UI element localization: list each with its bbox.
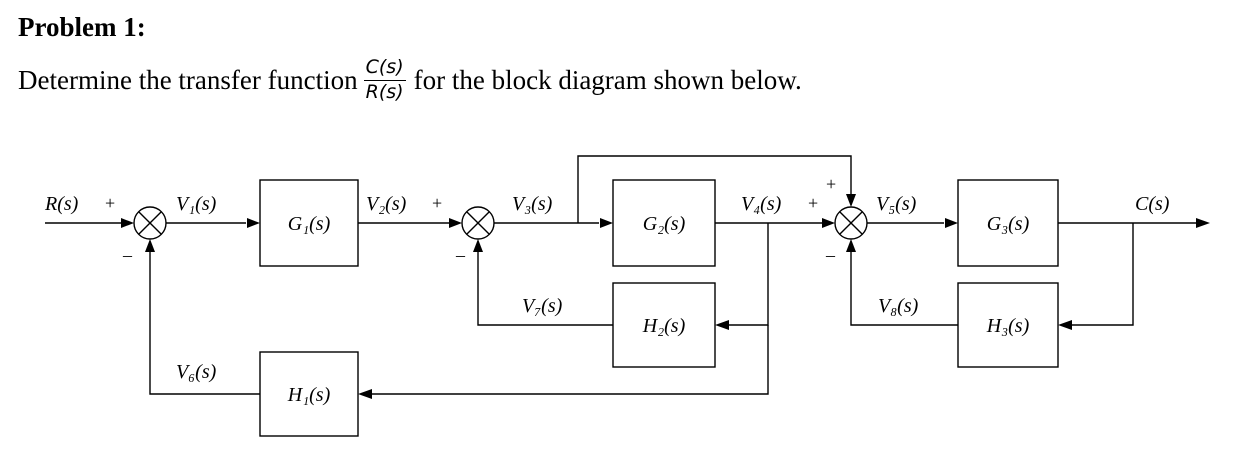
block-h2	[612, 282, 716, 368]
block-g1	[259, 179, 359, 267]
wire-feedforward-v3	[577, 155, 852, 223]
arrow-v5-g3	[945, 218, 958, 228]
arrow-v4-sum3	[822, 218, 835, 228]
arrow-into-h2	[715, 320, 729, 330]
wire-c-to-h3	[1072, 223, 1134, 326]
problem-statement: Determine the transfer function C(s) R(s…	[18, 50, 802, 110]
prompt-text-before: Determine the transfer function	[18, 64, 358, 95]
block-g3	[957, 179, 1059, 267]
arrow-output-c	[1196, 218, 1210, 228]
arrow-v8-sum3	[846, 239, 856, 252]
arrow-v6-sum1	[145, 239, 155, 252]
wire-v8	[850, 252, 958, 326]
label-h1: H₁(s)	[287, 384, 331, 406]
label-g3: G₃(s)	[987, 213, 1030, 235]
wire-v4-to-h1	[372, 325, 769, 395]
label-h3: H₃(s)	[986, 315, 1030, 337]
arrow-into-h1	[358, 389, 372, 399]
signal-label-v7: V₇(s)	[522, 295, 563, 317]
sign-sum1-input-plus: +	[105, 193, 115, 213]
problem-title: Problem 1:	[18, 12, 146, 42]
signal-label-v8: V₈(s)	[878, 295, 919, 317]
sign-sum3-feedforward-plus: +	[826, 174, 836, 194]
signal-label-r: R(s)	[44, 193, 79, 215]
block-h1	[259, 351, 359, 437]
block-diagram: G₁(s) G₂(s) G₃(s) H₁(s) H₂(s) H₃(s) R(s)…	[44, 155, 1210, 437]
summing-junction-1	[133, 206, 167, 240]
signal-label-v4: V₄(s)	[741, 193, 782, 215]
sign-sum3-input-plus: +	[808, 193, 818, 213]
sign-sum1-feedback-minus: –	[122, 245, 133, 265]
arrow-v1-g1	[247, 218, 260, 228]
wire-v7	[477, 252, 613, 326]
signal-label-v2: V₂(s)	[366, 193, 407, 215]
prompt-text-after: for the block diagram shown below.	[413, 64, 802, 95]
summing-junction-2	[461, 206, 495, 240]
signal-label-c: C(s)	[1135, 193, 1170, 215]
signal-label-v1: V₁(s)	[176, 193, 217, 215]
arrow-v3-g2	[600, 218, 613, 228]
fraction-denominator: R(s)	[365, 80, 404, 103]
sign-sum2-feedback-minus: –	[455, 245, 466, 265]
label-g2: G₂(s)	[643, 213, 686, 235]
signal-label-v3: V₃(s)	[512, 193, 553, 215]
arrow-v2-sum2	[449, 218, 462, 228]
signal-label-v6: V₆(s)	[176, 361, 217, 383]
transfer-function-fraction: C(s) R(s)	[363, 56, 406, 104]
fraction-numerator: C(s)	[363, 56, 406, 81]
arrow-v7-sum2	[473, 239, 483, 252]
sign-sum2-input-plus: +	[432, 193, 442, 213]
arrow-input-sum1	[121, 218, 134, 228]
summing-junction-3	[834, 206, 868, 240]
block-g2	[612, 179, 716, 267]
wire-v6	[149, 252, 260, 395]
arrow-into-h3	[1058, 320, 1072, 330]
label-g1: G₁(s)	[288, 213, 331, 235]
arrow-feedforward-sum3	[846, 194, 856, 207]
label-h2: H₂(s)	[642, 315, 686, 337]
sign-sum3-feedback-minus: –	[825, 245, 836, 265]
wire-v4-to-h2	[729, 223, 769, 326]
signal-label-v5: V₅(s)	[876, 193, 917, 215]
